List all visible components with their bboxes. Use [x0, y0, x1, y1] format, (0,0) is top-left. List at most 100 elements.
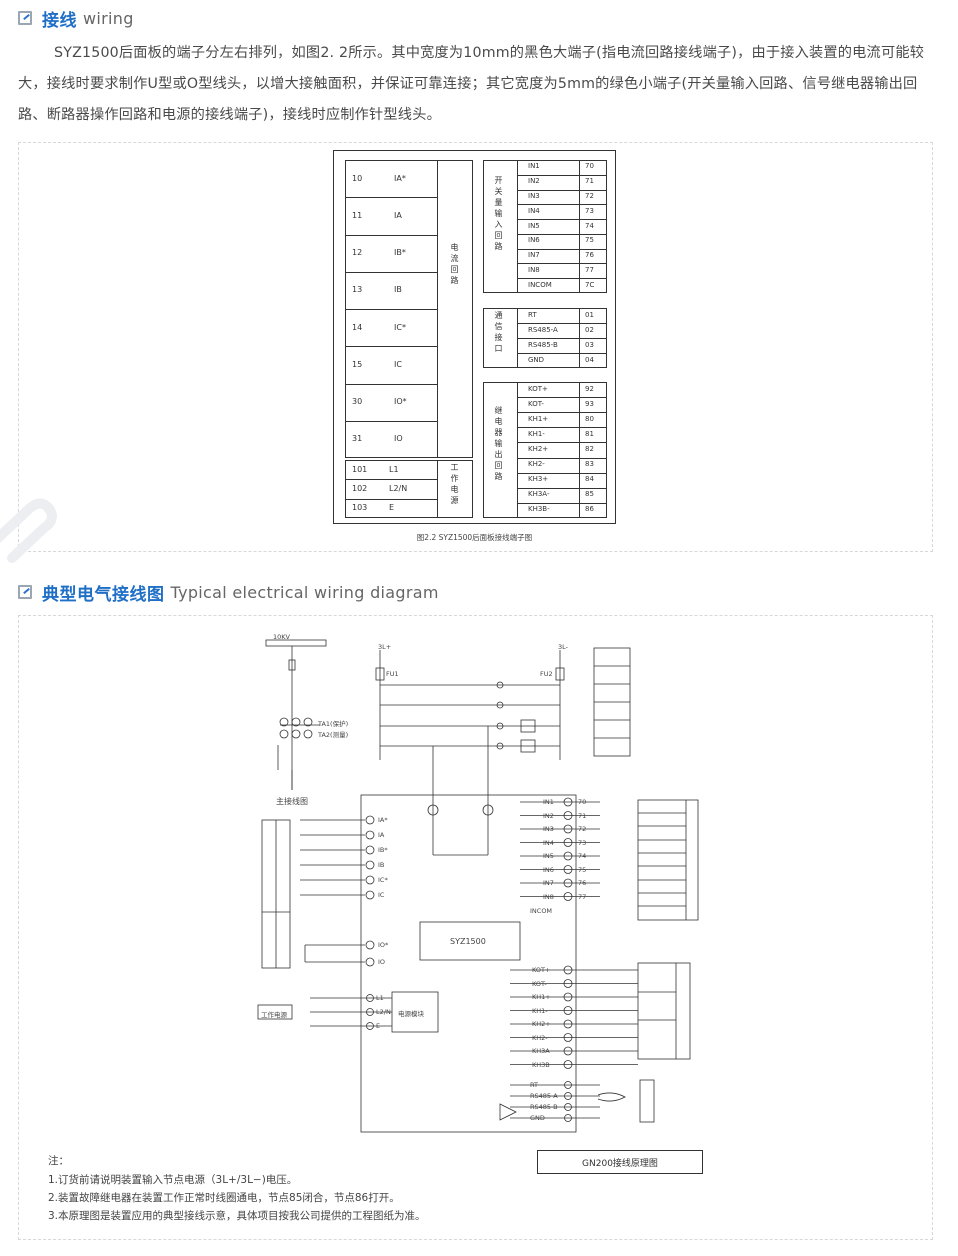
current-terminal-name: IB [394, 285, 402, 295]
comm-label: RT [530, 1081, 539, 1089]
current-terminal-name: IB* [394, 248, 406, 258]
wiring-title-zh: 接线 [42, 11, 77, 31]
row-divider [517, 233, 607, 235]
relay-terminal-name: KH3A- [528, 490, 550, 499]
current-terminal-num: 10 [352, 173, 363, 183]
input-terminal-name: INCOM [528, 280, 552, 289]
relay-label: KH1- [532, 1006, 548, 1015]
row-divider [517, 502, 607, 504]
relay-terminal-num: 86 [585, 505, 594, 514]
input-terminal-num: 76 [585, 251, 594, 260]
relay-terminal-num: 84 [585, 475, 594, 484]
row-divider [517, 174, 607, 176]
input-terminal-num: 70 [585, 162, 594, 171]
ta1-label: TA1(保护) [318, 720, 349, 728]
relay-terminal-num: 85 [585, 490, 594, 499]
current-terminal-num: 15 [352, 359, 363, 369]
fu2-label: FU2 [540, 670, 553, 678]
current-terminal-num: 12 [352, 248, 363, 258]
relay-terminal-name: KOT- [528, 399, 544, 408]
row-divider [345, 383, 437, 385]
input-terminal-name: IN3 [528, 191, 540, 200]
power-wire-label: E [376, 1022, 381, 1030]
input-terminal-name: IN8 [528, 265, 540, 274]
row-divider [517, 323, 607, 324]
input-terminal-name: IN4 [528, 206, 540, 215]
relay-label: KH2+ [532, 1020, 551, 1028]
relay-label: KH2- [532, 1033, 548, 1042]
note-3: 3.本原理图是装置应用的典型接线示意，具体项目按我公司提供的工程图纸为准。 [48, 1210, 426, 1222]
input-num: 71 [578, 811, 587, 820]
input-label: IN8 [543, 892, 554, 901]
current-terminal-name: IO* [394, 397, 407, 407]
wiring-section-header: 接线 wiring [18, 6, 134, 31]
comm-terminal-num: 01 [585, 310, 594, 319]
row-divider [517, 263, 607, 265]
relay-terminal-num: 83 [585, 460, 594, 469]
relay-terminal-num: 92 [585, 384, 594, 393]
comm-label: RS485-A [530, 1092, 558, 1100]
section-icon [18, 10, 36, 27]
row-divider [517, 457, 607, 459]
input-terminal-num: 72 [585, 191, 594, 200]
input-num: 74 [578, 852, 587, 860]
input-num: 75 [578, 865, 587, 874]
relay-label: KH3B [532, 1060, 550, 1069]
relay-terminal-name: KH2+ [528, 445, 549, 453]
input-terminal-name: IN1 [528, 162, 540, 171]
ct-label: IB* [378, 846, 388, 854]
relay-label: KH3A [532, 1047, 550, 1055]
input-label: IN2 [543, 811, 554, 820]
row-divider [517, 248, 607, 250]
section-icon [18, 584, 36, 601]
row-divider [517, 442, 607, 444]
power-terminal-name: L2/N [389, 484, 408, 493]
typical-title-en: Typical electrical wiring diagram [170, 583, 439, 602]
note-2: 2.装置故障继电器在装置工作正常时线圈通电，节点85闭合，节点86打开。 [48, 1192, 400, 1204]
input-label: IN3 [543, 825, 554, 833]
wiring-paragraph: SYZ1500后面板的端子分左右排列，如图2. 2所示。其中宽度为10mm的黑色… [18, 45, 925, 123]
main-wiring-label: 主接线图 [276, 797, 308, 806]
power-label: 工作电源 [450, 463, 459, 507]
note-title: 注： [48, 1155, 69, 1167]
relay-terminal-name: KH1- [528, 429, 545, 438]
relay-terminal-num: 81 [585, 429, 594, 438]
incom-label: INCOM [530, 907, 553, 915]
relay-terminal-num: 82 [585, 445, 594, 453]
watermark-logo [0, 498, 57, 563]
input-label: IN7 [543, 879, 554, 887]
power-terminal-name: E [389, 503, 395, 513]
relay-terminal-name: KH3B- [528, 505, 550, 514]
note-1: 1.订货前请说明装置输入节点电源（3L+/3L−)电压。 [48, 1174, 298, 1186]
current-terminal-name: IA [394, 210, 402, 220]
comm-terminal-name: RT [528, 310, 537, 319]
power-terminal-name: L1 [389, 464, 399, 474]
row-divider [517, 338, 607, 339]
input-terminal-name: IN2 [528, 177, 540, 186]
power-wire-label: L2/N [376, 1008, 391, 1016]
comm-label: RS485-B [530, 1103, 558, 1111]
comm-terminal-num: 03 [585, 340, 594, 349]
row-divider [517, 487, 607, 489]
ct-label: IC* [378, 876, 388, 884]
row-divider [345, 479, 437, 481]
input-terminal-num: 73 [585, 206, 594, 215]
comm-terminal-name: RS485-B [528, 340, 558, 349]
work-power-label: 工作电源 [261, 1011, 287, 1019]
typical-title-zh: 典型电气接线图 [42, 585, 165, 605]
input-num: 70 [578, 798, 587, 806]
relay-terminal-name: KH3+ [528, 475, 549, 484]
ct-label: IA* [378, 816, 388, 824]
comm-label: 通信接口 [494, 311, 503, 355]
comm-terminal-name: RS485-A [528, 325, 558, 334]
row-divider [517, 412, 607, 414]
row-divider [345, 234, 437, 236]
current-terminal-num: 30 [352, 397, 363, 407]
row-divider [345, 498, 437, 500]
current-loop-label: 电流回路 [450, 243, 459, 287]
row-divider [517, 427, 607, 429]
current-terminal-name: IC* [394, 322, 406, 332]
input-block [483, 160, 607, 293]
typical-section-header: 典型电气接线图 Typical electrical wiring diagra… [18, 580, 439, 605]
